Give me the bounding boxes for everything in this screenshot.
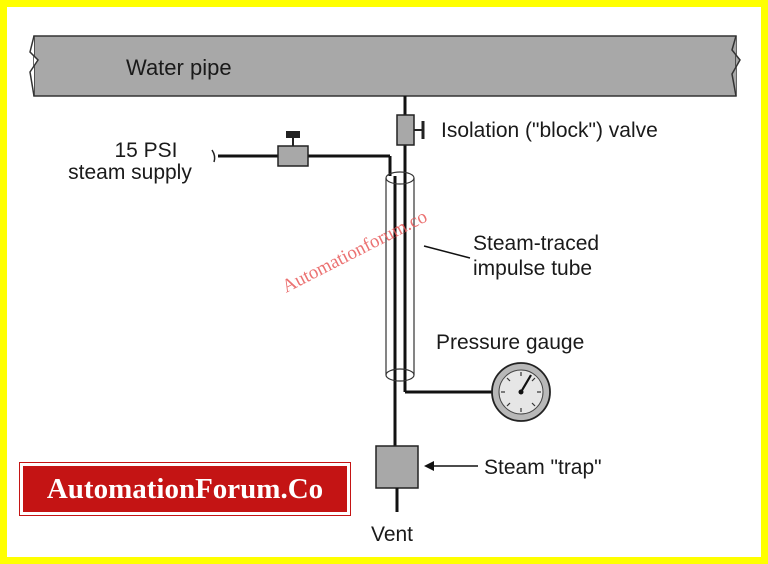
steam-supply-label-line1: 15 PSI — [114, 139, 177, 162]
traced-tube-label-line2: impulse tube — [473, 257, 592, 280]
pressure-gauge-label: Pressure gauge — [436, 331, 584, 354]
water-pipe-label: Water pipe — [126, 55, 232, 80]
impulse-line — [403, 96, 494, 394]
isolation-valve-icon — [396, 114, 425, 146]
vent-label: Vent — [371, 523, 413, 546]
brand-logo: AutomationForum.Co — [19, 462, 351, 516]
tube-pointer-arrow — [423, 245, 471, 259]
steam-supply-valve-icon — [277, 131, 309, 167]
isolation-valve-label: Isolation ("block") valve — [441, 119, 658, 142]
steam-supply-line — [211, 149, 397, 485]
steam-trap-icon — [375, 445, 419, 512]
steam-supply-label-line2: steam supply — [68, 161, 192, 184]
steam-tracing-jacket — [385, 171, 415, 382]
trap-arrowhead-icon — [424, 461, 434, 471]
water-pipe: Water pipe — [29, 35, 741, 97]
pressure-gauge-icon — [491, 362, 551, 422]
traced-tube-label-line1: Steam-traced — [473, 232, 599, 255]
steam-trap-label: Steam "trap" — [484, 456, 602, 479]
watermark: Automationforum.co — [279, 206, 431, 297]
